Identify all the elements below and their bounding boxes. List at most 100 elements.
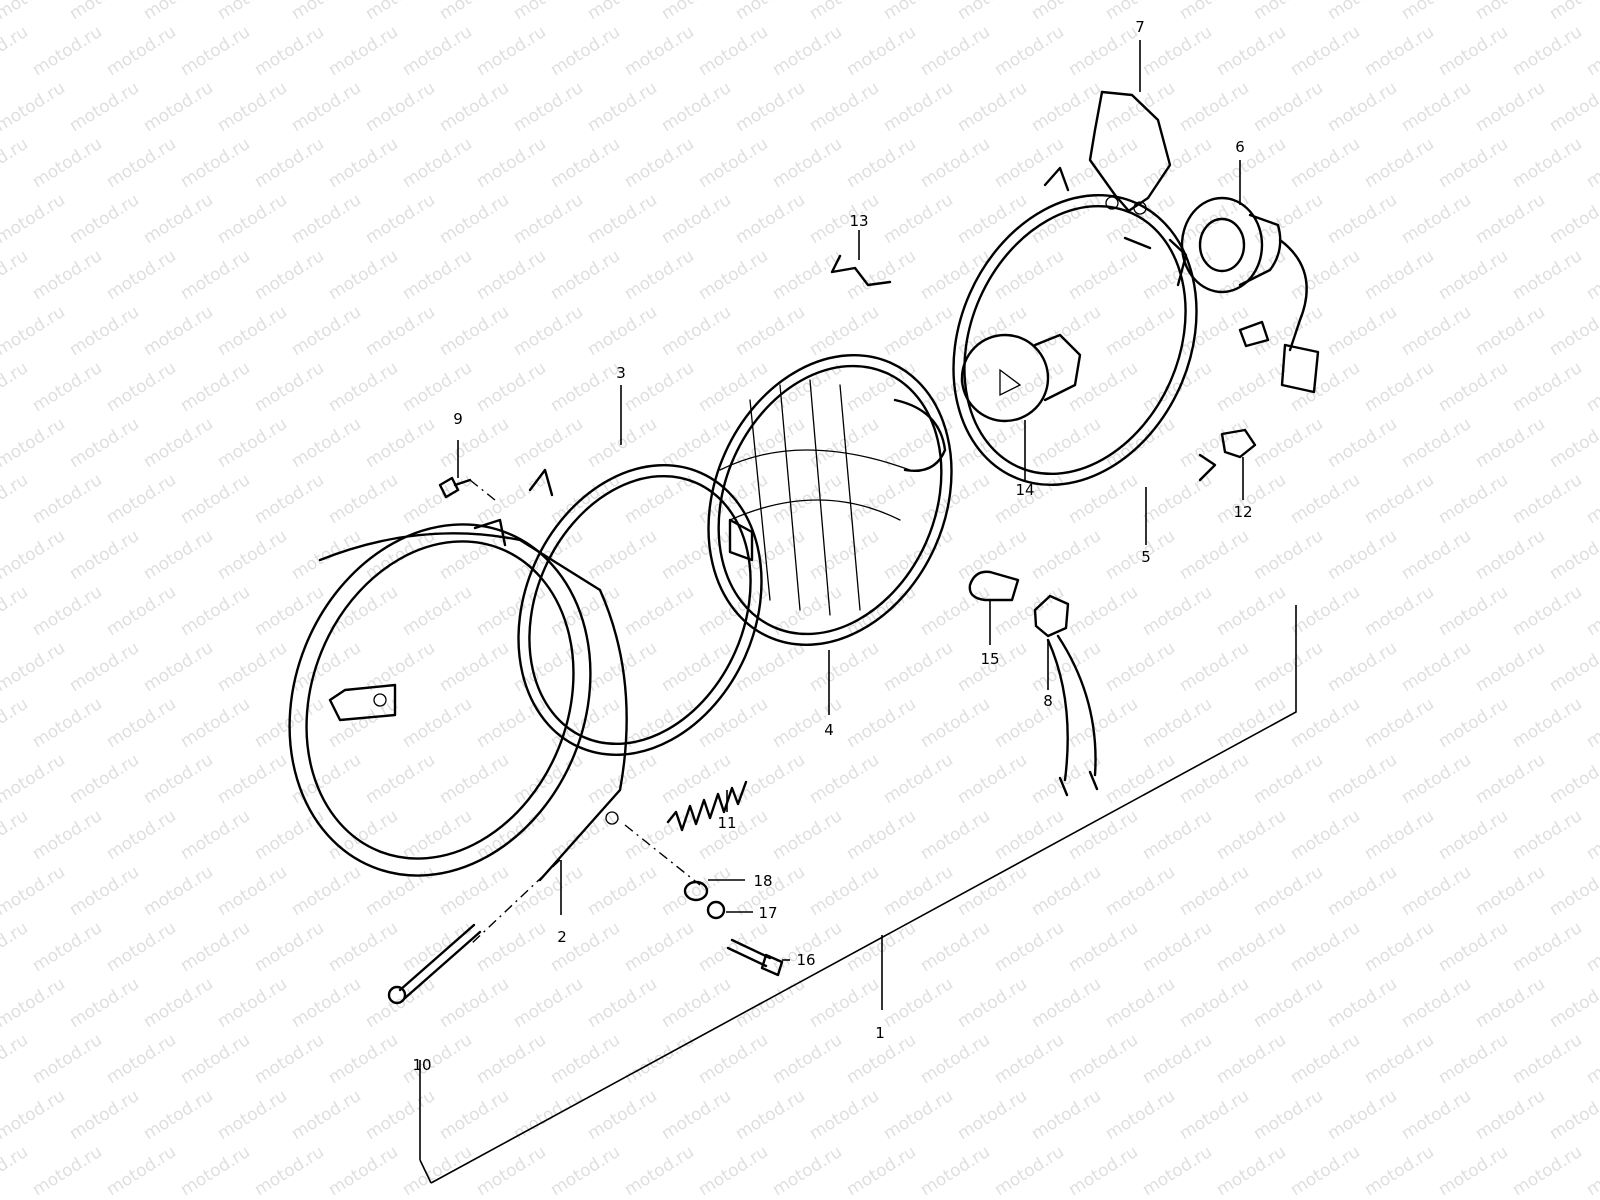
- watermark-text: motod.ru: [177, 1142, 254, 1200]
- leader-lines: [419, 40, 1244, 1160]
- watermark-text: motod.ru: [1509, 246, 1586, 304]
- watermark-text: motod.ru: [0, 974, 69, 1032]
- callout-5: 5: [1141, 548, 1151, 566]
- watermark-text: motod.ru: [732, 750, 809, 808]
- watermark-text: motod.ru: [0, 134, 32, 192]
- watermark-text: motod.ru: [0, 246, 32, 304]
- watermark-text: motod.ru: [251, 22, 328, 80]
- watermark-text: motod.ru: [510, 1086, 587, 1144]
- watermark-text: motod.ru: [0, 190, 69, 248]
- watermark-text: motod.ru: [621, 22, 698, 80]
- watermark-text: motod.ru: [325, 694, 402, 752]
- spring-clip: [1088, 90, 1172, 215]
- watermark-text: motod.ru: [510, 0, 587, 24]
- watermark-text: motod.ru: [1398, 302, 1475, 360]
- watermark-text: motod.ru: [0, 694, 32, 752]
- watermark-text: motod.ru: [1065, 582, 1142, 640]
- bracket-spring: [830, 254, 892, 287]
- watermark-text: motod.ru: [621, 582, 698, 640]
- watermark-text: motod.ru: [584, 414, 661, 472]
- watermark-text: motod.ru: [103, 134, 180, 192]
- watermark-text: motod.ru: [103, 358, 180, 416]
- watermark-text: motod.ru: [177, 22, 254, 80]
- watermark-text: motod.ru: [251, 806, 328, 864]
- watermark-text: motod.ru: [473, 246, 550, 304]
- watermark-text: motod.ru: [140, 862, 217, 920]
- watermark-text: motod.ru: [399, 134, 476, 192]
- watermark-text: motod.ru: [621, 358, 698, 416]
- watermark-text: motod.ru: [251, 1030, 328, 1088]
- watermark-text: motod.ru: [1287, 1142, 1364, 1200]
- watermark-text: motod.ru: [806, 526, 883, 584]
- watermark-text: motod.ru: [658, 638, 735, 696]
- watermark-text: motod.ru: [1324, 0, 1401, 24]
- watermark-text: motod.ru: [1102, 974, 1179, 1032]
- watermark-text: motod.ru: [732, 302, 809, 360]
- watermark-text: motod.ru: [288, 862, 365, 920]
- watermark-text: motod.ru: [177, 358, 254, 416]
- watermark-text: motod.ru: [917, 1142, 994, 1200]
- watermark-text: motod.ru: [1176, 862, 1253, 920]
- watermark-text: motod.ru: [584, 302, 661, 360]
- watermark-text: motod.ru: [695, 246, 772, 304]
- watermark-text: motod.ru: [399, 694, 476, 752]
- callout-3: 3: [616, 364, 626, 382]
- watermark-text: motod.ru: [473, 694, 550, 752]
- watermark-text: motod.ru: [436, 78, 513, 136]
- watermark-text: motod.ru: [1583, 918, 1600, 976]
- callout-7: 7: [1135, 18, 1145, 36]
- watermark-text: motod.ru: [991, 1030, 1068, 1088]
- watermark-text: motod.ru: [177, 470, 254, 528]
- watermark-text: motod.ru: [214, 78, 291, 136]
- watermark-text: motod.ru: [436, 750, 513, 808]
- position-lamp-socket: [1033, 594, 1099, 797]
- watermark-text: motod.ru: [1324, 862, 1401, 920]
- watermark-text: motod.ru: [1287, 22, 1364, 80]
- watermark-text: motod.ru: [214, 750, 291, 808]
- watermark-text: motod.ru: [177, 806, 254, 864]
- watermark-text: motod.ru: [584, 1086, 661, 1144]
- watermark-text: motod.ru: [0, 22, 32, 80]
- watermark-text: motod.ru: [510, 414, 587, 472]
- watermark-text: motod.ru: [1435, 22, 1512, 80]
- watermark-text: motod.ru: [1250, 1086, 1327, 1144]
- watermark-text: motod.ru: [1398, 526, 1475, 584]
- watermark-text: motod.ru: [362, 414, 439, 472]
- watermark-text: motod.ru: [917, 1030, 994, 1088]
- watermark-text: motod.ru: [103, 694, 180, 752]
- watermark-text: motod.ru: [1472, 974, 1549, 1032]
- watermark-text: motod.ru: [1546, 302, 1600, 360]
- headlamp-housing: [288, 518, 628, 882]
- watermark-text: motod.ru: [991, 1142, 1068, 1200]
- watermark-text: motod.ru: [1324, 1086, 1401, 1144]
- watermark-text: motod.ru: [880, 0, 957, 24]
- watermark-text: motod.ru: [251, 134, 328, 192]
- watermark-text: motod.ru: [1139, 22, 1216, 80]
- watermark-text: motod.ru: [214, 0, 291, 24]
- watermark-text: motod.ru: [1509, 918, 1586, 976]
- watermark-text: motod.ru: [880, 302, 957, 360]
- callout-10: 10: [412, 1056, 431, 1074]
- watermark-text: motod.ru: [140, 526, 217, 584]
- watermark-text: motod.ru: [769, 582, 846, 640]
- screw-16: [726, 938, 784, 977]
- watermark-text: motod.ru: [1250, 78, 1327, 136]
- watermark-text: motod.ru: [1028, 1086, 1105, 1144]
- adjusting-spring: [666, 780, 748, 832]
- watermark-text: motod.ru: [29, 918, 106, 976]
- watermark-text: motod.ru: [1509, 582, 1586, 640]
- watermark-text: motod.ru: [140, 78, 217, 136]
- watermark-text: motod.ru: [658, 78, 735, 136]
- watermark-text: motod.ru: [1139, 134, 1216, 192]
- callout-11: 11: [717, 814, 736, 832]
- watermark-text: motod.ru: [769, 22, 846, 80]
- watermark-text: motod.ru: [1065, 22, 1142, 80]
- watermark-text: motod.ru: [1398, 0, 1475, 24]
- watermark-text: motod.ru: [362, 190, 439, 248]
- watermark-text: motod.ru: [584, 190, 661, 248]
- watermark-text: motod.ru: [843, 246, 920, 304]
- watermark-text: motod.ru: [1176, 974, 1253, 1032]
- watermark-text: motod.ru: [473, 1142, 550, 1200]
- bulb-socket: [1180, 196, 1320, 394]
